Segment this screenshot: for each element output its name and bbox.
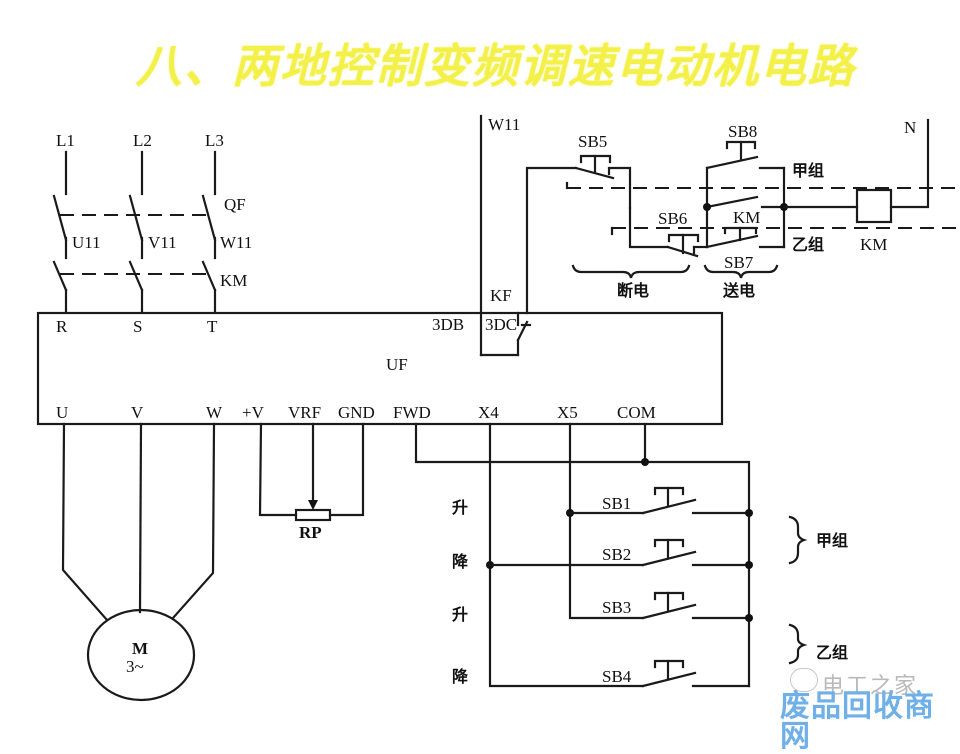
- potentiometer-rp: RP: [258, 422, 365, 542]
- label-sb2: SB2: [602, 545, 631, 564]
- label-control-group-b: 乙组: [792, 235, 824, 254]
- brace-stop: [571, 264, 691, 279]
- label-km-main: KM: [220, 271, 247, 290]
- button-sb4: SB4: [602, 659, 751, 688]
- terminal-u: U: [56, 403, 68, 422]
- relay-kf: KF: [479, 114, 532, 357]
- caption-stop: 断电: [617, 281, 649, 300]
- label-sb5: SB5: [578, 132, 607, 151]
- terminal-com: COM: [617, 403, 656, 422]
- button-sb8: SB8: [705, 122, 786, 170]
- power-line-l2: L2: [128, 131, 152, 314]
- motor-label: M: [132, 639, 148, 658]
- motor-phase: 3~: [126, 657, 144, 676]
- button-sb2: SB2: [488, 538, 753, 569]
- watermark-account: 电工之家: [822, 674, 919, 699]
- terminal-plus-v: +V: [242, 403, 265, 422]
- action-down-1: 降: [452, 552, 469, 571]
- terminal-t: T: [207, 317, 218, 336]
- power-line-l1: L1: [52, 131, 75, 314]
- button-sb1: SB1: [568, 486, 753, 517]
- label-sb1: SB1: [602, 494, 631, 513]
- inverter-box: [36, 311, 724, 426]
- terminal-r: R: [56, 317, 68, 336]
- button-sb3: SB3: [602, 591, 753, 622]
- label-coil-km: KM: [860, 235, 887, 254]
- label-w11: W11: [220, 233, 252, 252]
- brace-group-a: [788, 515, 808, 565]
- label-speed-group-a: 甲组: [816, 531, 848, 550]
- terminal-3db: 3DB: [432, 315, 464, 334]
- label-l3: L3: [205, 131, 224, 150]
- brace-start: [703, 264, 779, 279]
- terminal-gnd: GND: [338, 403, 375, 422]
- watermark-brand: 废品回收商网: [780, 689, 935, 754]
- inverter-label: UF: [386, 355, 408, 374]
- terminal-fwd: FWD: [393, 403, 431, 422]
- terminal-x4: X4: [478, 403, 499, 422]
- action-down-2: 降: [452, 667, 469, 686]
- circuit-diagram: L1 L2 L3 QF U11 V11 W11 KM R S T 3DB 3DC…: [36, 114, 960, 702]
- motor: [86, 608, 196, 702]
- action-up-2: 升: [452, 605, 468, 624]
- label-km-hold: KM: [733, 208, 760, 227]
- label-u11: U11: [72, 233, 101, 252]
- terminal-s: S: [133, 317, 142, 336]
- label-w11-control: W11: [488, 115, 520, 134]
- action-up-1: 升: [452, 498, 468, 517]
- button-sb6: SB6: [628, 206, 709, 258]
- contact-km-hold: KM: [703, 195, 788, 227]
- wechat-icon: [790, 668, 818, 692]
- brace-group-b: [788, 623, 808, 665]
- label-qf: QF: [224, 195, 246, 214]
- terminal-v: V: [131, 403, 144, 422]
- speed-wiring: [414, 422, 751, 688]
- label-l2: L2: [133, 131, 152, 150]
- coil-km: [855, 188, 893, 224]
- label-control-group-a: 甲组: [792, 161, 824, 180]
- power-line-l3: L3: [201, 131, 224, 314]
- terminal-w: W: [206, 403, 223, 422]
- button-sb7: SB7: [705, 226, 786, 272]
- label-v11: V11: [148, 233, 177, 252]
- label-sb3: SB3: [602, 598, 631, 617]
- neutral-wire: [889, 118, 930, 209]
- label-sb7: SB7: [724, 253, 754, 272]
- label-sb8: SB8: [728, 122, 757, 141]
- label-l1: L1: [56, 131, 75, 150]
- label-speed-group-b: 乙组: [816, 643, 848, 662]
- label-rp: RP: [299, 523, 322, 542]
- terminal-x5: X5: [557, 403, 578, 422]
- terminal-vrf: VRF: [288, 403, 321, 422]
- label-sb4: SB4: [602, 667, 632, 686]
- terminal-3dc: 3DC: [485, 315, 517, 334]
- caption-start: 送电: [722, 281, 755, 300]
- label-kf: KF: [490, 286, 512, 305]
- control-feed: [525, 166, 578, 315]
- label-n: N: [904, 118, 916, 137]
- label-sb6: SB6: [658, 209, 687, 228]
- motor-wiring: [61, 422, 216, 622]
- button-sb5: SB5: [574, 132, 632, 210]
